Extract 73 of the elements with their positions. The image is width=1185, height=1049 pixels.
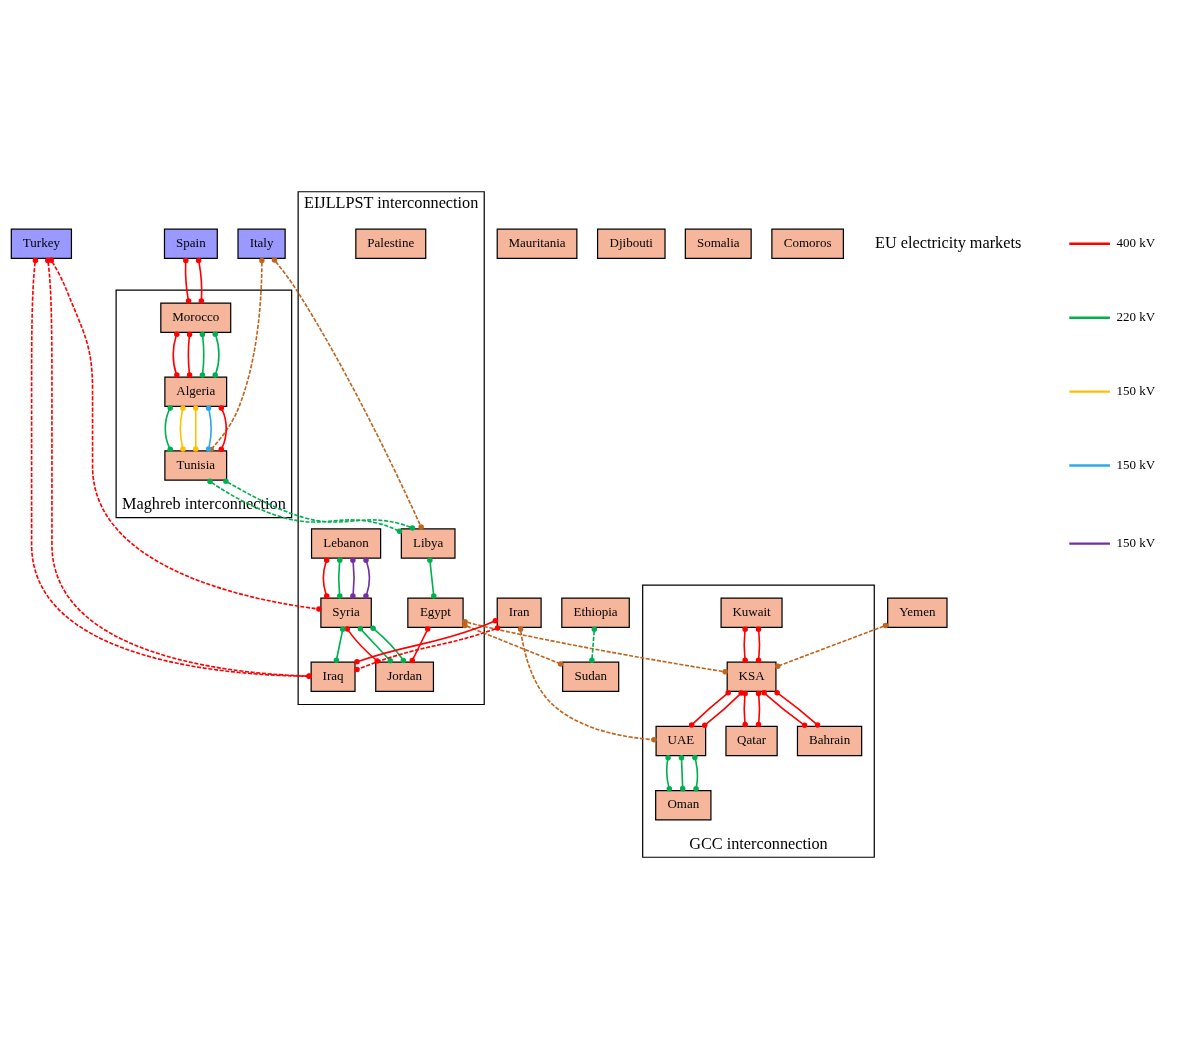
- connector: [179, 405, 186, 452]
- connector: [218, 405, 228, 452]
- node-box: Italy: [237, 228, 286, 259]
- connector: [665, 754, 673, 792]
- connector: [333, 626, 346, 664]
- node-box: KSA: [726, 661, 777, 693]
- connector: [48, 257, 322, 612]
- connector: [409, 626, 431, 664]
- connector: [589, 626, 598, 664]
- connector: [761, 690, 808, 728]
- node-box: Lebanon: [310, 528, 382, 559]
- connector: [742, 626, 748, 664]
- label: EU electricity markets: [875, 233, 1022, 252]
- node-box: Palestine: [355, 228, 427, 259]
- connector: [164, 405, 173, 452]
- legend-label: 400 kV: [1116, 234, 1156, 250]
- connector: [354, 617, 499, 665]
- connector: [344, 626, 380, 664]
- connector: [774, 689, 821, 728]
- connector: [212, 331, 220, 378]
- node-box: Libya: [400, 528, 456, 559]
- connector: [427, 557, 437, 599]
- node-box: Yemen: [887, 597, 948, 628]
- node-box: Djibouti: [596, 228, 666, 259]
- connector: [702, 690, 744, 728]
- node-box: Qatar: [725, 725, 778, 757]
- node-box: Syria: [320, 597, 372, 628]
- connector: [271, 257, 424, 530]
- node-box: UAE: [655, 725, 707, 757]
- node-box: Kuwait: [720, 597, 783, 628]
- connector: [370, 625, 407, 664]
- node-box: Spain: [163, 228, 218, 259]
- connector: [172, 331, 180, 378]
- connector: [322, 557, 330, 599]
- connector: [193, 405, 199, 452]
- node-box: Jordan: [375, 661, 435, 693]
- connector: [688, 690, 731, 728]
- connector: [462, 622, 564, 667]
- node-box: Iran: [496, 597, 542, 628]
- node-box: Oman: [655, 790, 712, 821]
- connector: [517, 626, 657, 743]
- legend-label: 150 kV: [1116, 534, 1156, 550]
- connector: [183, 257, 192, 304]
- node-box: Iraq: [310, 661, 356, 693]
- node-box: Morocco: [160, 302, 232, 333]
- node-box: Bahrain: [796, 725, 863, 757]
- legend-label: 150 kV: [1116, 382, 1156, 398]
- connector: [692, 754, 699, 792]
- node-box: Somalia: [684, 228, 752, 259]
- node-box: Mauritania: [496, 228, 578, 259]
- connector: [357, 626, 394, 664]
- node-box: Algeria: [164, 376, 228, 407]
- connector: [195, 257, 205, 304]
- connector: [678, 754, 686, 792]
- legend-label: 150 kV: [1116, 456, 1156, 472]
- connector: [199, 331, 206, 378]
- legend-label: 220 kV: [1116, 308, 1156, 324]
- connector: [350, 557, 356, 599]
- connector: [755, 690, 762, 728]
- connector: [775, 622, 889, 669]
- connector: [207, 478, 403, 535]
- node-box: Egypt: [407, 597, 464, 628]
- connector: [755, 626, 762, 664]
- node-box: Tunisia: [164, 450, 228, 481]
- connector: [354, 625, 501, 673]
- node-box: Ethiopia: [561, 597, 630, 628]
- connector: [337, 557, 343, 599]
- node-box: Sudan: [562, 661, 620, 693]
- connector: [462, 619, 728, 675]
- node-box: Comoros: [771, 228, 844, 259]
- connector: [186, 331, 193, 378]
- node-box: Turkey: [10, 228, 73, 259]
- connector: [363, 557, 371, 599]
